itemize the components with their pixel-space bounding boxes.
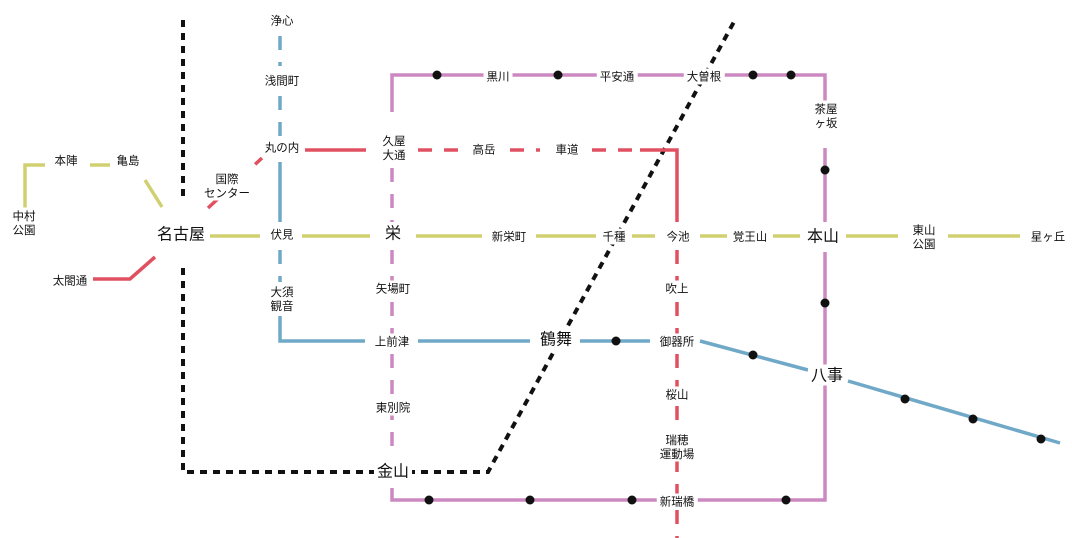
- station-label-taikodori[interactable]: 太閤通: [53, 274, 88, 288]
- station-label-kurokawa[interactable]: 黒川: [487, 70, 510, 84]
- station-label-hisaya-odori[interactable]: 久屋大通: [383, 134, 406, 162]
- station-label-higashi-betsuin[interactable]: 東別院: [376, 401, 411, 415]
- station-label-kamimaezu[interactable]: 上前津: [375, 335, 410, 349]
- station-dot: [525, 495, 535, 505]
- station-dot: [781, 495, 791, 505]
- meijo-line: [390, 73, 827, 502]
- station-label-aratama-bashi[interactable]: 新瑞橋: [660, 495, 695, 509]
- station-label-higashiyama-koen[interactable]: 東山公園: [913, 223, 936, 251]
- station-dot: [968, 414, 978, 424]
- station-label-yagoto[interactable]: 八事: [811, 366, 843, 385]
- station-label-shinsakaemachi[interactable]: 新栄町: [492, 230, 527, 244]
- higashiyama-line-west: [23, 163, 164, 208]
- station-label-kakuozan[interactable]: 覚王山: [733, 230, 768, 244]
- station-dot: [611, 336, 621, 346]
- station-dot: [627, 495, 637, 505]
- station-dot: [424, 495, 434, 505]
- station-dot: [553, 70, 563, 80]
- station-label-motoyama[interactable]: 本山: [807, 227, 839, 246]
- station-label-ozone[interactable]: 大曽根: [687, 70, 722, 84]
- station-label-chikusa[interactable]: 千種: [603, 230, 626, 244]
- higashiyama-line: [23, 163, 1020, 238]
- station-label-honjin[interactable]: 本陣: [55, 154, 78, 168]
- station-label-fushimi[interactable]: 伏見: [271, 228, 294, 242]
- station-label-kanayama[interactable]: 金山: [377, 462, 409, 481]
- station-dot: [786, 70, 796, 80]
- station-label-sakae[interactable]: 栄: [385, 224, 401, 243]
- station-dot: [748, 350, 758, 360]
- station-label-marunouchi[interactable]: 丸の内: [265, 141, 300, 155]
- station-label-sengencho[interactable]: 浅間町: [265, 74, 300, 88]
- station-label-sakurayama[interactable]: 桜山: [666, 388, 689, 402]
- station-label-kameshima[interactable]: 亀島: [117, 154, 140, 168]
- station-dot: [432, 70, 442, 80]
- meijo-line-solid: [390, 73, 827, 502]
- station-label-hoshigaoka[interactable]: 星ヶ丘: [1031, 230, 1066, 244]
- station-label-tsurumai[interactable]: 鶴舞: [540, 330, 572, 349]
- station-dot: [820, 165, 830, 175]
- station-label-kurumamichi[interactable]: 車道: [556, 143, 579, 157]
- station-label-kokusai-center[interactable]: 国際センター: [204, 172, 250, 200]
- station-label-osu-kannon[interactable]: 大須観音: [271, 285, 294, 313]
- station-label-chayagasaka[interactable]: 茶屋ヶ坂: [815, 102, 838, 130]
- station-label-joshin[interactable]: 浄心: [271, 14, 294, 28]
- station-label-nagoya[interactable]: 名古屋: [157, 225, 205, 244]
- station-dots: [424, 70, 1046, 505]
- station-dot: [748, 70, 758, 80]
- station-label-takaoka[interactable]: 高岳: [473, 143, 496, 157]
- station-dot: [900, 394, 910, 404]
- station-label-mizuho-undojo[interactable]: 瑞穂運動場: [660, 433, 695, 461]
- station-label-fukiage[interactable]: 吹上: [666, 282, 689, 296]
- station-dot: [1036, 434, 1046, 444]
- station-dot: [820, 298, 830, 308]
- jr-line-west: [181, 19, 737, 474]
- station-label-yabacho[interactable]: 矢場町: [376, 282, 411, 296]
- sakuradori-line-imaike: [640, 148, 679, 222]
- sakuradori-line-west: [93, 255, 157, 281]
- station-labels: 中村公園 本陣 亀島 名古屋 太閤通 国際センター 浄心 浅間町 丸の内 伏見 …: [9, 12, 1069, 510]
- station-label-gokiso[interactable]: 御器所: [660, 335, 695, 349]
- station-label-nakamura-koen[interactable]: 中村公園: [13, 209, 36, 237]
- station-label-heiandori[interactable]: 平安通: [600, 70, 635, 84]
- station-label-imaike[interactable]: 今池: [667, 230, 690, 244]
